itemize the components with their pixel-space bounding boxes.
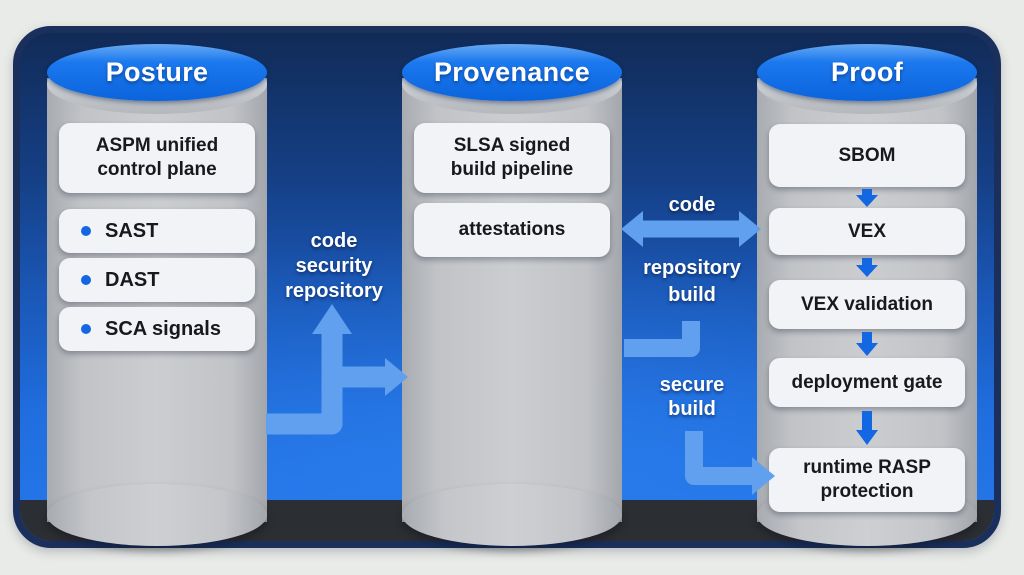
item-slsa-signed-build-pipeline: SLSA signed build pipeline: [414, 123, 610, 193]
item-line: SCA signals: [105, 318, 221, 340]
item-aspm-unified-control-plane: ASPM unified control plane: [59, 123, 255, 193]
item-vex-validation: VEX validation: [769, 280, 965, 329]
item-runtime-rasp-protection: runtime RASP protection: [769, 448, 965, 512]
posture-title: Posture: [105, 57, 209, 87]
item-line: build pipeline: [450, 159, 574, 180]
label-repository-build: repository build: [628, 255, 756, 309]
bullet-dot-icon: [81, 324, 91, 334]
item-sbom: SBOM: [769, 124, 965, 187]
label-line: build: [668, 398, 716, 420]
item-dast: DAST: [59, 258, 255, 302]
pillar-posture: Posture ASPM unified control plane SAST …: [47, 44, 267, 546]
item-deployment-gate: deployment gate: [769, 358, 965, 407]
label-line: repository: [643, 257, 741, 279]
proof-cylinder-cap: Proof: [757, 44, 977, 101]
provenance-title: Provenance: [433, 57, 591, 87]
item-line: VEX validation: [801, 293, 933, 315]
item-sast: SAST: [59, 209, 255, 253]
item-line: attestations: [458, 219, 566, 240]
label-line: secure: [659, 374, 725, 396]
provenance-cylinder-bottom: [402, 484, 622, 546]
label-line: code: [668, 194, 716, 216]
label-line: repository: [285, 280, 383, 302]
proof-title: Proof: [831, 57, 903, 87]
label-line: build: [668, 284, 716, 306]
label-line: security: [295, 255, 373, 277]
item-line: DAST: [105, 269, 160, 291]
item-line: SAST: [105, 220, 159, 242]
pillar-proof: Proof SBOM VEX VEX validation deployment…: [757, 44, 977, 546]
item-line: deployment gate: [791, 371, 943, 393]
label-line: code: [310, 230, 358, 252]
item-vex: VEX: [769, 208, 965, 255]
item-line: VEX: [847, 220, 887, 242]
item-line: SLSA signed: [453, 135, 571, 156]
posture-cylinder-cap: Posture: [47, 44, 267, 101]
bullet-dot-icon: [81, 275, 91, 285]
posture-cylinder-bottom: [47, 484, 267, 546]
label-secure-build: secure build: [638, 373, 746, 421]
item-sca-signals: SCA signals: [59, 307, 255, 351]
item-line: runtime RASP: [803, 457, 931, 478]
item-line: SBOM: [838, 144, 896, 166]
item-line: control plane: [97, 159, 217, 180]
bullet-dot-icon: [81, 226, 91, 236]
provenance-cylinder-cap: Provenance: [402, 44, 622, 101]
item-line: ASPM unified: [95, 135, 219, 156]
pillar-provenance: Provenance SLSA signed build pipeline at…: [402, 44, 622, 546]
item-line: protection: [820, 481, 914, 502]
label-code-security-repository: code security repository: [262, 229, 406, 304]
label-code: code: [638, 193, 746, 218]
item-attestations: attestations: [414, 203, 610, 257]
